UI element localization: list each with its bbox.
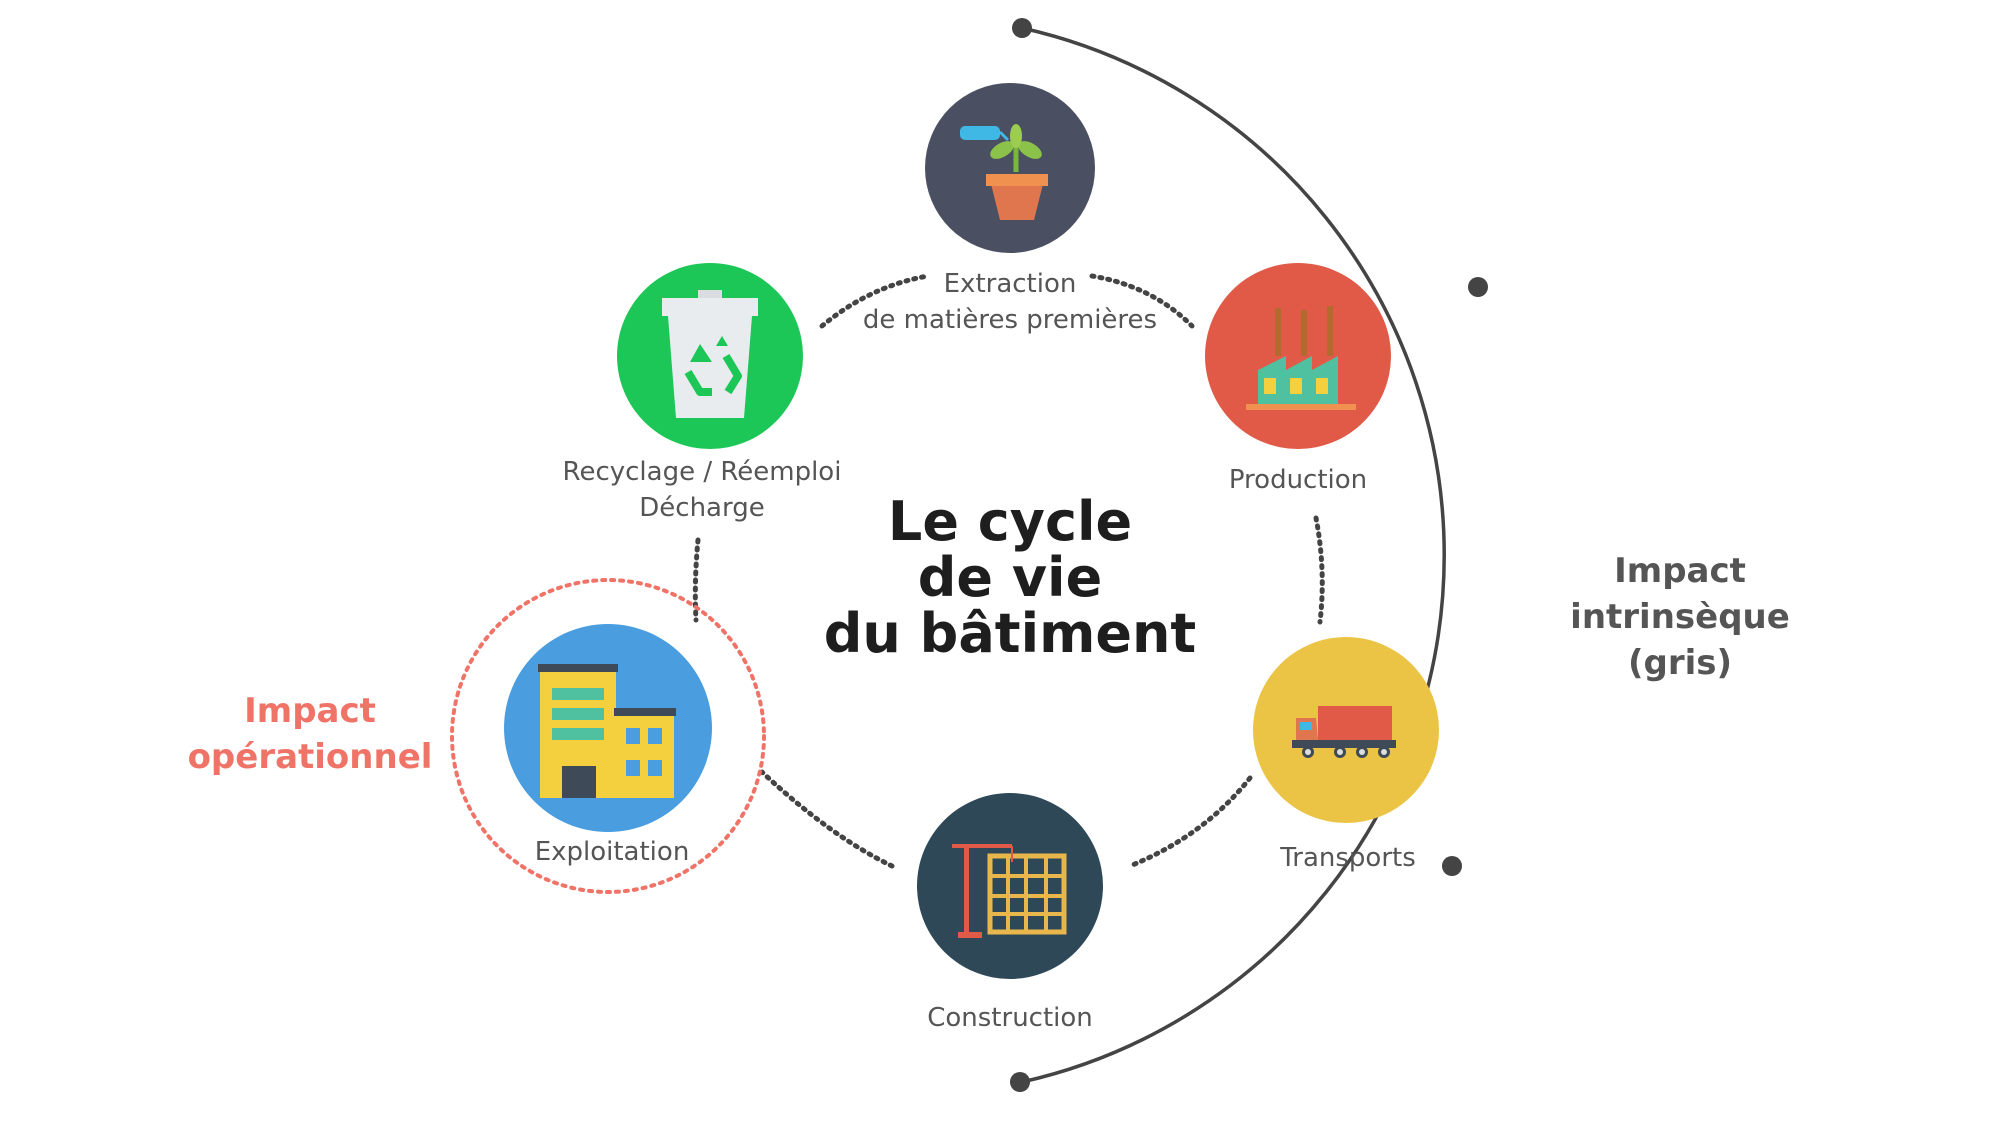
exploitation-label: Exploitation <box>535 837 690 867</box>
connector-recyclage-extraction <box>819 273 931 329</box>
center-title-line2: de vie <box>918 546 1102 609</box>
stage-exploitation: Exploitation <box>504 624 712 867</box>
construction-label: Construction <box>927 1003 1093 1033</box>
stage-transports: Transports <box>1253 637 1439 873</box>
connector-construction-exploitation <box>759 769 895 869</box>
recyclage-label-line1: Recyclage / Réemploi <box>563 457 842 487</box>
extraction-label-line2: de matières premières <box>863 305 1157 335</box>
center-title: Le cycle de vie du bâtiment <box>824 490 1196 665</box>
production-label: Production <box>1229 465 1367 495</box>
connector-extraction-production <box>1089 273 1195 329</box>
factory-icon <box>1246 306 1356 410</box>
arc-endpoint-top <box>1012 18 1032 38</box>
transports-label: Transports <box>1279 843 1416 873</box>
connector-transports-construction <box>1127 775 1253 869</box>
center-title-line1: Le cycle <box>888 490 1132 553</box>
recycle-bin-icon <box>662 290 758 418</box>
extraction-label-line1: Extraction <box>944 269 1077 299</box>
arc-endpoint-bottom <box>1010 1072 1030 1092</box>
office-building-icon <box>538 664 676 798</box>
impact-intrinseque-line3: (gris) <box>1628 643 1732 683</box>
truck-icon <box>1292 706 1396 758</box>
arc-marker-upper <box>1468 277 1488 297</box>
arc-marker-lower <box>1442 856 1462 876</box>
impact-intrinseque-line1: Impact <box>1614 551 1746 591</box>
connector-exploitation-recyclage <box>692 537 701 623</box>
impact-intrinseque-line2: intrinsèque <box>1570 597 1790 637</box>
impact-operationnel-label: Impact opérationnel <box>188 691 433 777</box>
impact-operationnel-line1: Impact <box>244 691 376 731</box>
extraction-badge <box>925 83 1095 253</box>
crane-building-icon <box>952 844 1067 938</box>
intrinsic-impact-arc <box>1010 18 1488 1092</box>
recyclage-label-line2: Décharge <box>639 493 764 523</box>
impact-operationnel-line2: opérationnel <box>188 737 433 777</box>
stage-production: Production <box>1205 263 1391 495</box>
center-title-line3: du bâtiment <box>824 602 1196 665</box>
operational-impact-ring <box>450 578 766 894</box>
connector-production-transports <box>1313 515 1325 625</box>
impact-intrinseque-label: Impact intrinsèque (gris) <box>1570 551 1790 683</box>
plant-pot-icon <box>960 124 1048 220</box>
stage-recyclage: Recyclage / Réemploi Décharge <box>563 263 842 523</box>
stage-extraction: Extraction de matières premières <box>863 83 1157 335</box>
stage-construction: Construction <box>917 793 1103 1033</box>
production-badge <box>1205 263 1391 449</box>
cycle-connectors <box>692 273 1325 869</box>
